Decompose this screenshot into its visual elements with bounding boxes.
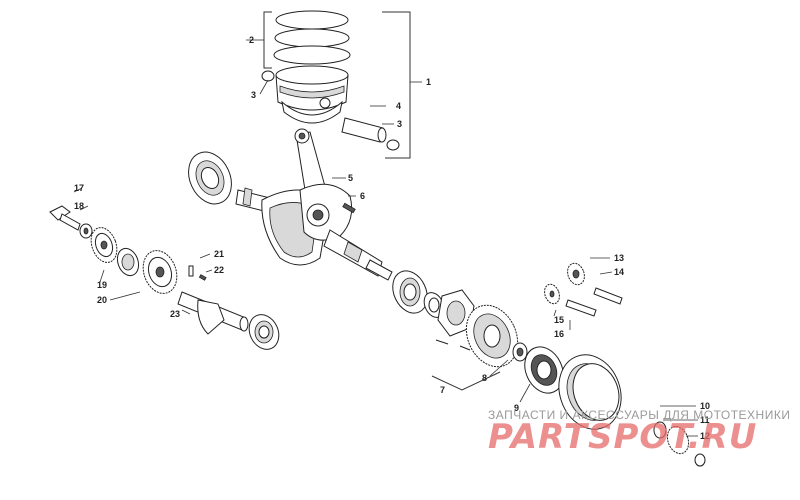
idler-gear-13 — [567, 262, 585, 286]
piston — [275, 65, 349, 124]
idler-shaft-16 — [565, 299, 597, 317]
callout-19: 19 — [97, 280, 107, 290]
callout-3b: 3 — [397, 119, 402, 129]
callout-2: 2 — [249, 35, 254, 45]
spacer-ring — [423, 292, 445, 318]
needle-bearing — [512, 342, 528, 362]
bolt — [49, 205, 81, 231]
callout-23: 23 — [170, 309, 180, 319]
main-bearing-left — [188, 151, 232, 205]
callout-17: 17 — [74, 183, 84, 193]
callout-7: 7 — [440, 385, 445, 395]
group-bracket-1 — [382, 11, 411, 159]
balancer-bearing-right — [248, 314, 280, 350]
piston-pin — [341, 117, 387, 143]
callout-labels: 1 2 3 3 4 5 6 7 8 9 10 11 12 13 14 15 16… — [74, 35, 710, 441]
connecting-rod — [294, 128, 327, 197]
balancer-small-parts — [188, 265, 207, 281]
washer — [79, 223, 93, 239]
callout-13: 13 — [614, 253, 624, 263]
callout-10: 10 — [700, 401, 710, 411]
idler-gear-15 — [544, 283, 560, 305]
clutch-bolts — [435, 339, 471, 351]
starter-driven-gear — [465, 304, 519, 368]
flywheel — [558, 354, 622, 430]
callout-12: 12 — [700, 431, 710, 441]
group-bracket-2 — [263, 11, 272, 69]
callout-20: 20 — [97, 295, 107, 305]
crank-bearing-right — [392, 270, 428, 314]
callout-8: 8 — [482, 373, 487, 383]
group-bracket-7 — [431, 371, 501, 391]
callout-16: 16 — [554, 329, 564, 339]
balancer-bearing — [116, 247, 140, 277]
callout-5: 5 — [348, 173, 353, 183]
callout-21: 21 — [214, 249, 224, 259]
balancer-shaft — [177, 291, 249, 335]
crankshaft — [235, 183, 393, 281]
piston-rings — [273, 10, 351, 65]
one-way-clutch-plate — [437, 289, 475, 337]
starter-clutch — [524, 346, 564, 394]
callout-14: 14 — [614, 267, 624, 277]
callout-6: 6 — [360, 191, 365, 201]
watermark-tagline: ЗАПЧАСТИ И АКСЕССУАРЫ ДЛЯ МОТОТЕХНИКИ — [488, 408, 790, 422]
idler-shaft-14 — [593, 287, 623, 305]
watermark: ЗАПЧАСТИ И АКСЕССУАРЫ ДЛЯ МОТОТЕХНИКИ PA… — [488, 408, 790, 457]
callout-9: 9 — [514, 403, 519, 413]
balancer-gear — [142, 250, 178, 294]
leader-lines — [73, 39, 698, 437]
callout-11: 11 — [700, 415, 710, 425]
callout-3: 3 — [251, 90, 256, 100]
callout-22: 22 — [214, 265, 224, 275]
drive-gear-small — [90, 227, 118, 263]
callout-18: 18 — [74, 201, 84, 211]
watermark-brand: PARTSPOT.RU — [488, 417, 757, 457]
circlips — [261, 70, 400, 151]
callout-1: 1 — [426, 77, 431, 87]
callout-15: 15 — [554, 315, 564, 325]
reduction-gear — [653, 421, 706, 467]
woodruff-key — [342, 202, 356, 214]
callout-4: 4 — [396, 101, 401, 111]
